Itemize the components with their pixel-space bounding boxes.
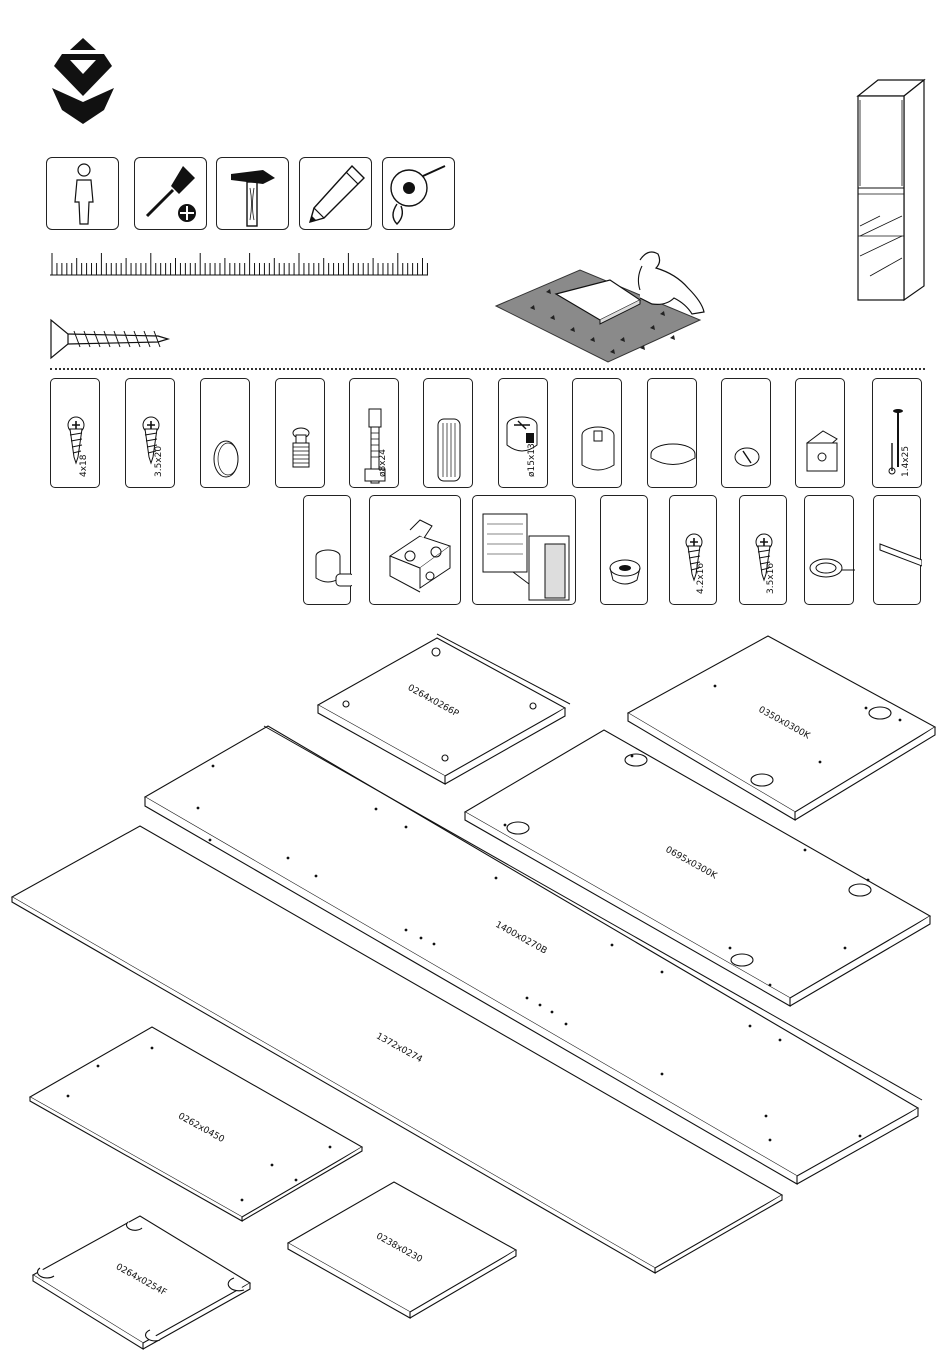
wood-dowel-icon — [438, 419, 460, 481]
hardware-size-label: ø15x13 — [527, 443, 537, 477]
panels-diagram: 0264x0266P 0350x0300K 0695x0300K 1400x02… — [0, 620, 950, 1360]
hardware-row1-box — [423, 378, 473, 488]
hardware-row2-box — [600, 495, 648, 605]
hardware-row2-box: 3.5x16 — [739, 495, 787, 605]
hardware-size-label: 4.2x16 — [696, 563, 706, 594]
brand-logo-icon — [48, 36, 118, 126]
hardware-size-label: 4x18 — [79, 454, 89, 477]
tool-pencil-box — [299, 157, 372, 230]
person-icon — [47, 158, 120, 231]
tape-measure-icon — [383, 158, 456, 231]
hardware-size-label: 1.4x25 — [901, 446, 911, 477]
tool-tape-measure-box — [382, 157, 455, 230]
hardware-row1-box: ø8x24 — [349, 378, 399, 488]
tool-screwdriver-box — [134, 157, 207, 230]
hardware-size-label: 3.5x20 — [154, 446, 164, 477]
hardware-size-label: ø8x24 — [378, 449, 388, 477]
felt-pad-icon — [810, 559, 855, 577]
cap-disc-icon — [214, 441, 238, 477]
hammer-icon — [217, 158, 290, 231]
hardware-row1-box: 4x18 — [50, 378, 100, 488]
hardware-size-label: 3.5x16 — [766, 563, 776, 594]
connector-bolt-icon — [293, 428, 309, 467]
tool-hammer-box — [216, 157, 289, 230]
grommet-icon — [610, 560, 640, 584]
hardware-row1-box — [200, 378, 250, 488]
pencil-icon — [300, 158, 373, 231]
ruler-scale — [50, 253, 430, 283]
assembled-cabinet-illustration — [850, 76, 930, 302]
hardware-row1-box — [721, 378, 771, 488]
tool-person-box — [46, 157, 119, 230]
hardware-row1-box — [572, 378, 622, 488]
screwdriver-phillips-icon — [135, 158, 208, 231]
screw-actual-size-icon — [48, 318, 173, 360]
edge-strip-icon — [880, 544, 922, 566]
shelf-support-icon — [316, 550, 352, 586]
hardware-row2-box — [472, 495, 576, 605]
cover-cap-icon — [735, 448, 759, 466]
hardware-row2-box: 4.2x16 — [669, 495, 717, 605]
hardware-row2-box — [804, 495, 854, 605]
hardware-row1-box — [647, 378, 697, 488]
hardware-row2-box — [303, 495, 351, 605]
section-separator — [50, 368, 925, 370]
cam-cup-icon — [582, 427, 614, 470]
hardware-row1-box: ø15x13 — [498, 378, 548, 488]
hardware-row1-box: 3.5x20 — [125, 378, 175, 488]
hardware-row1-box: 1.4x25 — [872, 378, 922, 488]
hardware-row2-box — [369, 495, 461, 605]
hinge-icon — [390, 520, 450, 592]
hardware-row2-box — [873, 495, 921, 605]
flat-disc-icon — [651, 444, 695, 465]
hardware-row1-box — [275, 378, 325, 488]
bracket-icon — [807, 431, 837, 471]
assembly-mat-illustration — [490, 248, 720, 368]
hardware-row1-box — [795, 378, 845, 488]
hinge-plate-icon — [483, 514, 569, 600]
